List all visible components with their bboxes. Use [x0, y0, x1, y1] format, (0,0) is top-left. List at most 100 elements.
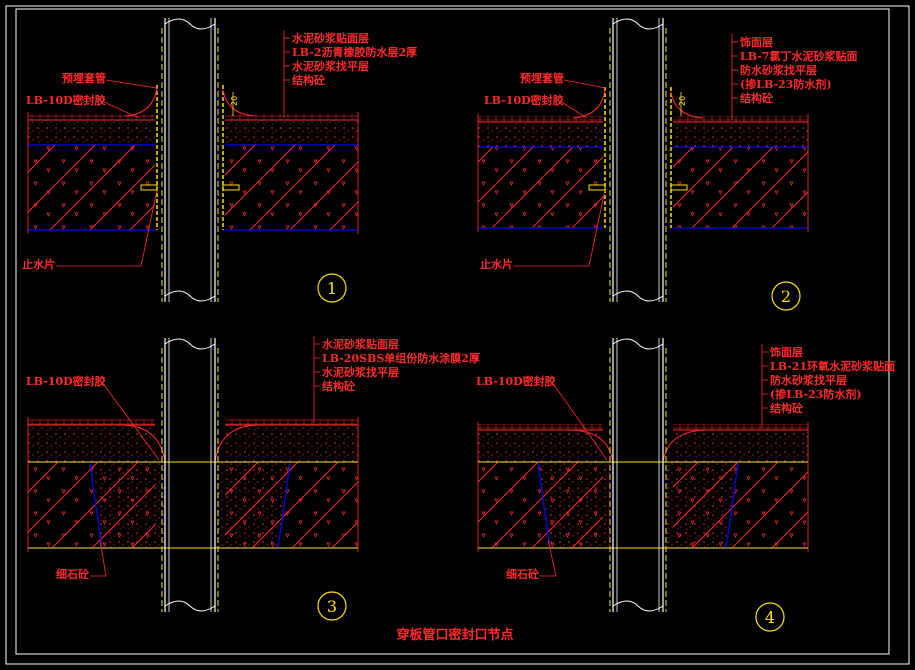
leader-sealant: [551, 381, 608, 461]
leader-water-stop: [56, 189, 158, 267]
fine-concrete-left: [537, 461, 614, 549]
tile-layer-right: [673, 424, 808, 430]
layer-label: 水泥砂浆贴面层: [322, 337, 399, 351]
sealant-right: [222, 89, 256, 117]
layer-label: LB-20SBS单组份防水涂膜2厚: [322, 351, 480, 365]
leader-water-stop: [514, 189, 606, 267]
leader-sealant: [559, 100, 588, 119]
layer-label: 防水砂浆找平层: [740, 63, 817, 77]
sealant-left: [119, 424, 166, 463]
slab-aggregate-right: [673, 147, 808, 228]
leader-fine-concrete: [540, 539, 557, 577]
label-water-stop: 止水片: [22, 257, 55, 271]
tile-layer-right: [673, 116, 808, 122]
tile-layer-left: [28, 114, 155, 120]
drawing-title: 穿板管口密封口节点: [396, 627, 513, 643]
detail-number: 4: [765, 608, 775, 627]
leader-sleeve: [563, 79, 606, 89]
pipe-break-top: [612, 338, 664, 350]
layer-label: LB-2沥青橡胶防水层2厚: [292, 45, 417, 59]
water-stop-left: [588, 184, 606, 191]
layer-label: 结构砼: [291, 73, 326, 87]
leader-sleeve: [105, 79, 158, 89]
water-stop-right: [222, 184, 240, 191]
slab-aggregate-left: [478, 147, 603, 228]
sealant-right: [214, 424, 261, 463]
detail-number: 1: [327, 279, 337, 298]
sealant-right: [662, 429, 709, 463]
detail-number-circle: [317, 273, 347, 303]
screed-layer-left: [28, 120, 155, 145]
sealant-left: [567, 429, 614, 463]
pipe-break-bottom: [164, 600, 216, 612]
tile-layer-left: [478, 424, 603, 430]
label-sealant: LB-10D密封胶: [26, 93, 106, 107]
label-sealant: LB-10D密封胶: [484, 93, 564, 107]
layer-label: 水泥砂浆找平层: [322, 365, 399, 379]
tile-layer-right: [225, 114, 358, 120]
tile-layer-right: [225, 419, 358, 425]
screed-layer-left: [478, 122, 603, 147]
layer-label: (掺LB-23防水剂): [740, 77, 832, 91]
sealant-right: [670, 91, 704, 119]
dimension-text: 20: [230, 96, 239, 106]
leader-fine-concrete: [90, 539, 107, 577]
layer-label: 结构砼: [321, 379, 356, 393]
layer-label: (掺LB-23防水剂): [770, 387, 862, 401]
frame-inner: [15, 8, 890, 655]
screed-layer-right: [225, 120, 358, 145]
frame-outer: [5, 5, 910, 665]
detail-number-circle: [771, 281, 801, 311]
leader-sealant: [101, 381, 160, 461]
label-sealant: LB-10D密封胶: [476, 374, 556, 388]
screed-layer-right: [673, 122, 808, 147]
layer-label: 结构砼: [769, 401, 804, 415]
slab-aggregate-left: [28, 145, 155, 230]
label-sleeve: 预埋套管: [62, 71, 106, 85]
screed-layer-right: [225, 425, 358, 462]
label-fine-concrete: 细石砼: [506, 567, 540, 581]
dimension-text: 20: [678, 96, 687, 106]
tile-layer-left: [478, 116, 603, 122]
water-stop-right: [670, 184, 688, 191]
fine-concrete-right: [214, 461, 291, 549]
pipe-break-top: [164, 18, 216, 30]
leader-sealant: [101, 100, 140, 119]
detail-number: 2: [781, 287, 791, 306]
layer-label: 水泥砂浆贴面层: [292, 31, 369, 45]
screed-layer-left: [28, 425, 155, 462]
pipe-break-top: [612, 18, 664, 30]
pipe-break-bottom: [612, 600, 664, 612]
layer-label: 结构砼: [739, 91, 774, 105]
sealant-left: [572, 89, 606, 119]
label-sleeve: 预埋套管: [520, 71, 564, 85]
water-stop-left: [140, 184, 158, 191]
label-water-stop: 止水片: [480, 257, 513, 271]
detail-number-circle: [755, 602, 785, 632]
layer-label: 饰面层: [740, 35, 773, 49]
screed-layer-right: [673, 430, 808, 462]
layer-label: 防水砂浆找平层: [770, 373, 847, 387]
detail-number-circle: [317, 591, 347, 621]
pipe-break-top: [164, 338, 216, 350]
label-fine-concrete: 细石砼: [56, 567, 90, 581]
layer-label: LB-7氯丁水泥砂浆贴面: [740, 49, 857, 63]
fine-concrete-left: [89, 461, 166, 549]
layer-label: 水泥砂浆找平层: [292, 59, 369, 73]
screed-layer-left: [478, 430, 603, 462]
fine-concrete-right: [662, 461, 739, 549]
layer-label: 饰面层: [770, 345, 803, 359]
sealant-left: [124, 87, 158, 117]
slab-aggregate-right: [225, 145, 358, 230]
label-sealant: LB-10D密封胶: [26, 374, 106, 388]
pipe-break-bottom: [612, 290, 664, 302]
layer-label: LB-21环氧水泥砂浆贴面: [770, 359, 895, 373]
tile-layer-left: [28, 419, 155, 425]
detail-number: 3: [327, 597, 337, 616]
